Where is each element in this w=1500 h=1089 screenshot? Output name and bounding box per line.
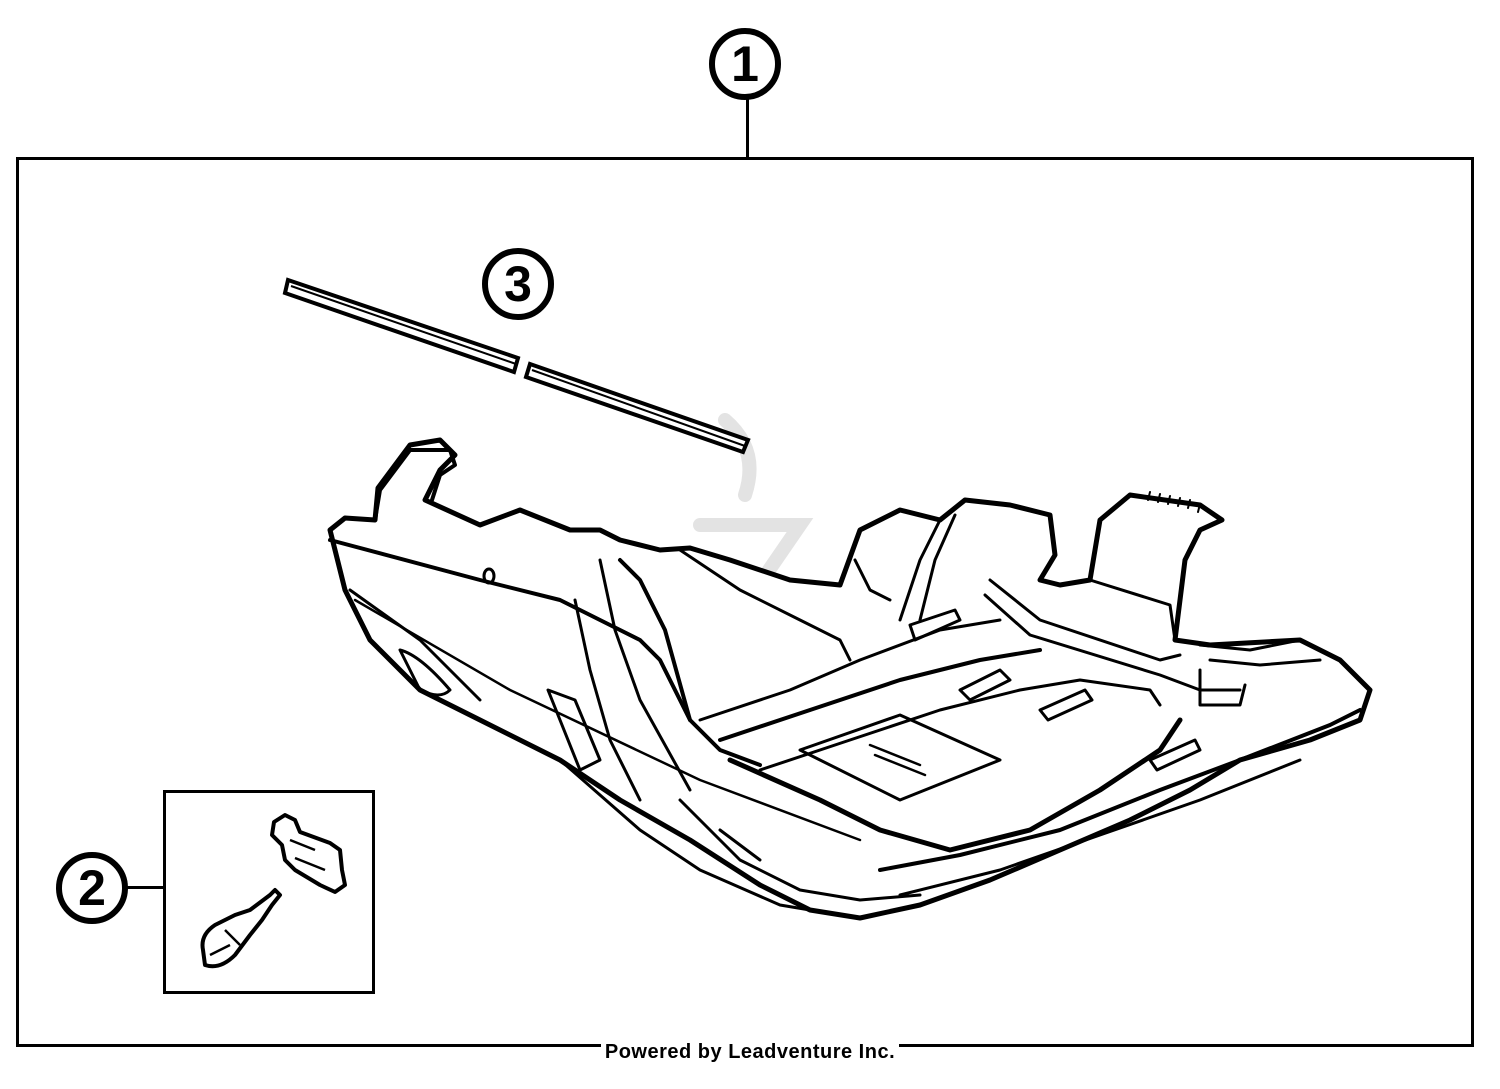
callout-1-number: 1 bbox=[731, 36, 759, 92]
callout-2-badge[interactable]: 2 bbox=[56, 852, 128, 924]
footer-credit-text: Powered by Leadventure Inc. bbox=[600, 1041, 900, 1063]
callout-3-number: 3 bbox=[504, 256, 532, 312]
callout-3-badge[interactable]: 3 bbox=[482, 248, 554, 320]
callout-2-number: 2 bbox=[78, 860, 106, 916]
part-2-detail-frame bbox=[163, 790, 375, 994]
callout-2-leader-line bbox=[127, 886, 164, 889]
clip-nut-icon bbox=[270, 813, 347, 894]
part-1-skid-plate[interactable] bbox=[327, 437, 1373, 921]
part-3-rubber-strips[interactable] bbox=[282, 277, 751, 455]
callout-1-badge[interactable]: 1 bbox=[709, 28, 781, 100]
screw-icon bbox=[200, 888, 282, 969]
footer-credit: Powered by Leadventure Inc. bbox=[0, 1041, 1500, 1064]
callout-1-leader-line bbox=[746, 98, 749, 158]
